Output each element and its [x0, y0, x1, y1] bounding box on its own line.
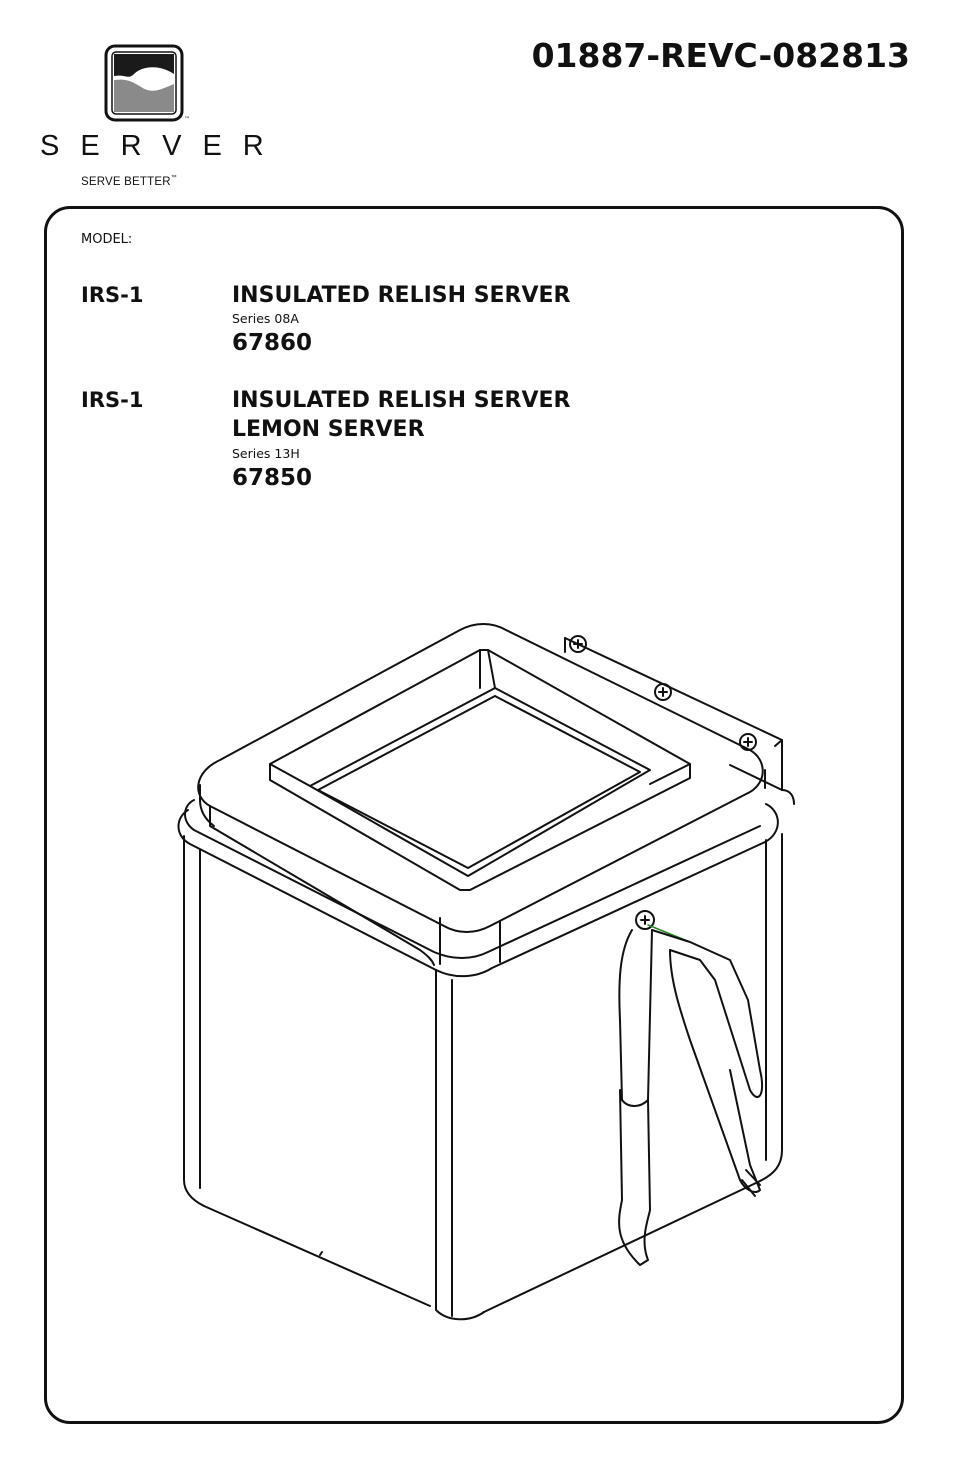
server-s-logo-icon: [104, 44, 184, 122]
series-label: Series 08A: [232, 311, 299, 326]
trademark-mark: ™: [184, 116, 190, 123]
brand-tagline: SERVE BETTER™: [81, 175, 177, 188]
product-name: LEMON SERVER: [232, 417, 425, 442]
part-number: 67860: [232, 330, 313, 356]
content-frame: [44, 206, 904, 1424]
brand-name: SERVER: [40, 130, 285, 162]
model-label: MODEL:: [81, 232, 133, 247]
model-id: IRS-1: [81, 388, 144, 412]
part-number: 67850: [232, 465, 313, 491]
product-name: INSULATED RELISH SERVER: [232, 283, 571, 308]
document-number: 01887-REVC-082813: [531, 36, 910, 75]
insulated-relish-server-drawing: [170, 600, 810, 1340]
product-name: INSULATED RELISH SERVER: [232, 388, 571, 413]
model-id: IRS-1: [81, 283, 144, 307]
series-label: Series 13H: [232, 446, 300, 461]
